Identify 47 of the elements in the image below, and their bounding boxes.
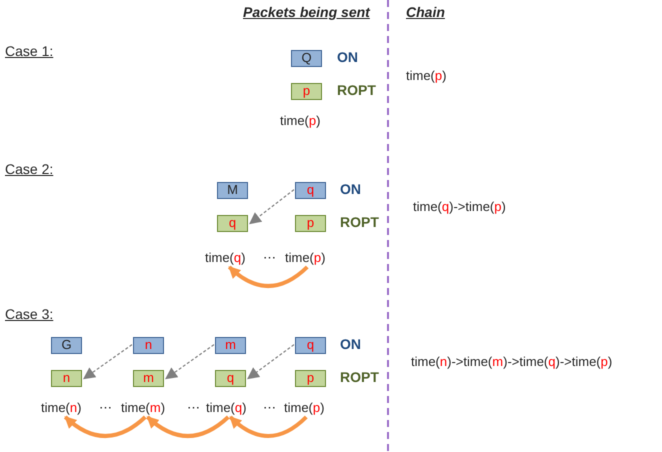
- packet-box: q: [215, 370, 246, 387]
- packet-box: p: [295, 215, 326, 232]
- case-heading: Case 1:: [5, 44, 54, 59]
- curved-arrow: [228, 416, 308, 438]
- packet-box: p: [295, 370, 326, 387]
- packet-box: G: [51, 337, 82, 354]
- dashed-arrow: [247, 344, 294, 380]
- packet-box: m: [133, 370, 164, 387]
- packet-box: M: [217, 182, 248, 199]
- row-label: ON: [337, 50, 358, 65]
- time-label: time(q): [206, 400, 246, 415]
- chain-text: time(q)->time(p): [413, 199, 506, 214]
- case-heading: Case 3:: [5, 307, 54, 322]
- time-label: time(p): [280, 113, 320, 128]
- time-label: time(n): [41, 400, 82, 415]
- row-label: ROPT: [337, 83, 376, 98]
- dashed-arrow: [165, 344, 214, 380]
- curved-arrow: [228, 266, 309, 288]
- dashed-arrow: [83, 344, 132, 380]
- packet-box: n: [133, 337, 164, 354]
- chain-text: time(n)->time(m)->time(q)->time(p): [411, 354, 612, 369]
- packet-box: q: [295, 182, 326, 199]
- row-label: ROPT: [340, 215, 379, 230]
- time-label: time(m): [121, 400, 166, 415]
- packet-box: Q: [291, 50, 322, 67]
- row-label: ROPT: [340, 370, 379, 385]
- packet-box: n: [51, 370, 82, 387]
- time-label: time(p): [285, 250, 326, 265]
- dashed-arrow: [249, 189, 294, 224]
- ellipsis: ⋯: [99, 400, 112, 415]
- packet-box: m: [215, 337, 246, 354]
- column-heading: Chain: [406, 5, 445, 20]
- packet-box: q: [217, 215, 248, 232]
- ellipsis: ⋯: [263, 400, 276, 415]
- packet-box: q: [295, 337, 326, 354]
- column-heading: Packets being sent: [243, 5, 370, 20]
- row-label: ON: [340, 182, 361, 197]
- ellipsis: ⋯: [187, 400, 200, 415]
- row-label: ON: [340, 337, 361, 352]
- case-heading: Case 2:: [5, 162, 54, 177]
- packet-box: p: [291, 83, 322, 100]
- curved-arrow: [64, 415, 147, 438]
- time-label: time(q): [205, 250, 246, 265]
- time-label: time(p): [284, 400, 324, 415]
- chain-text: time(p): [406, 68, 446, 83]
- curved-arrow: [146, 415, 230, 438]
- ellipsis: ⋯: [263, 250, 276, 265]
